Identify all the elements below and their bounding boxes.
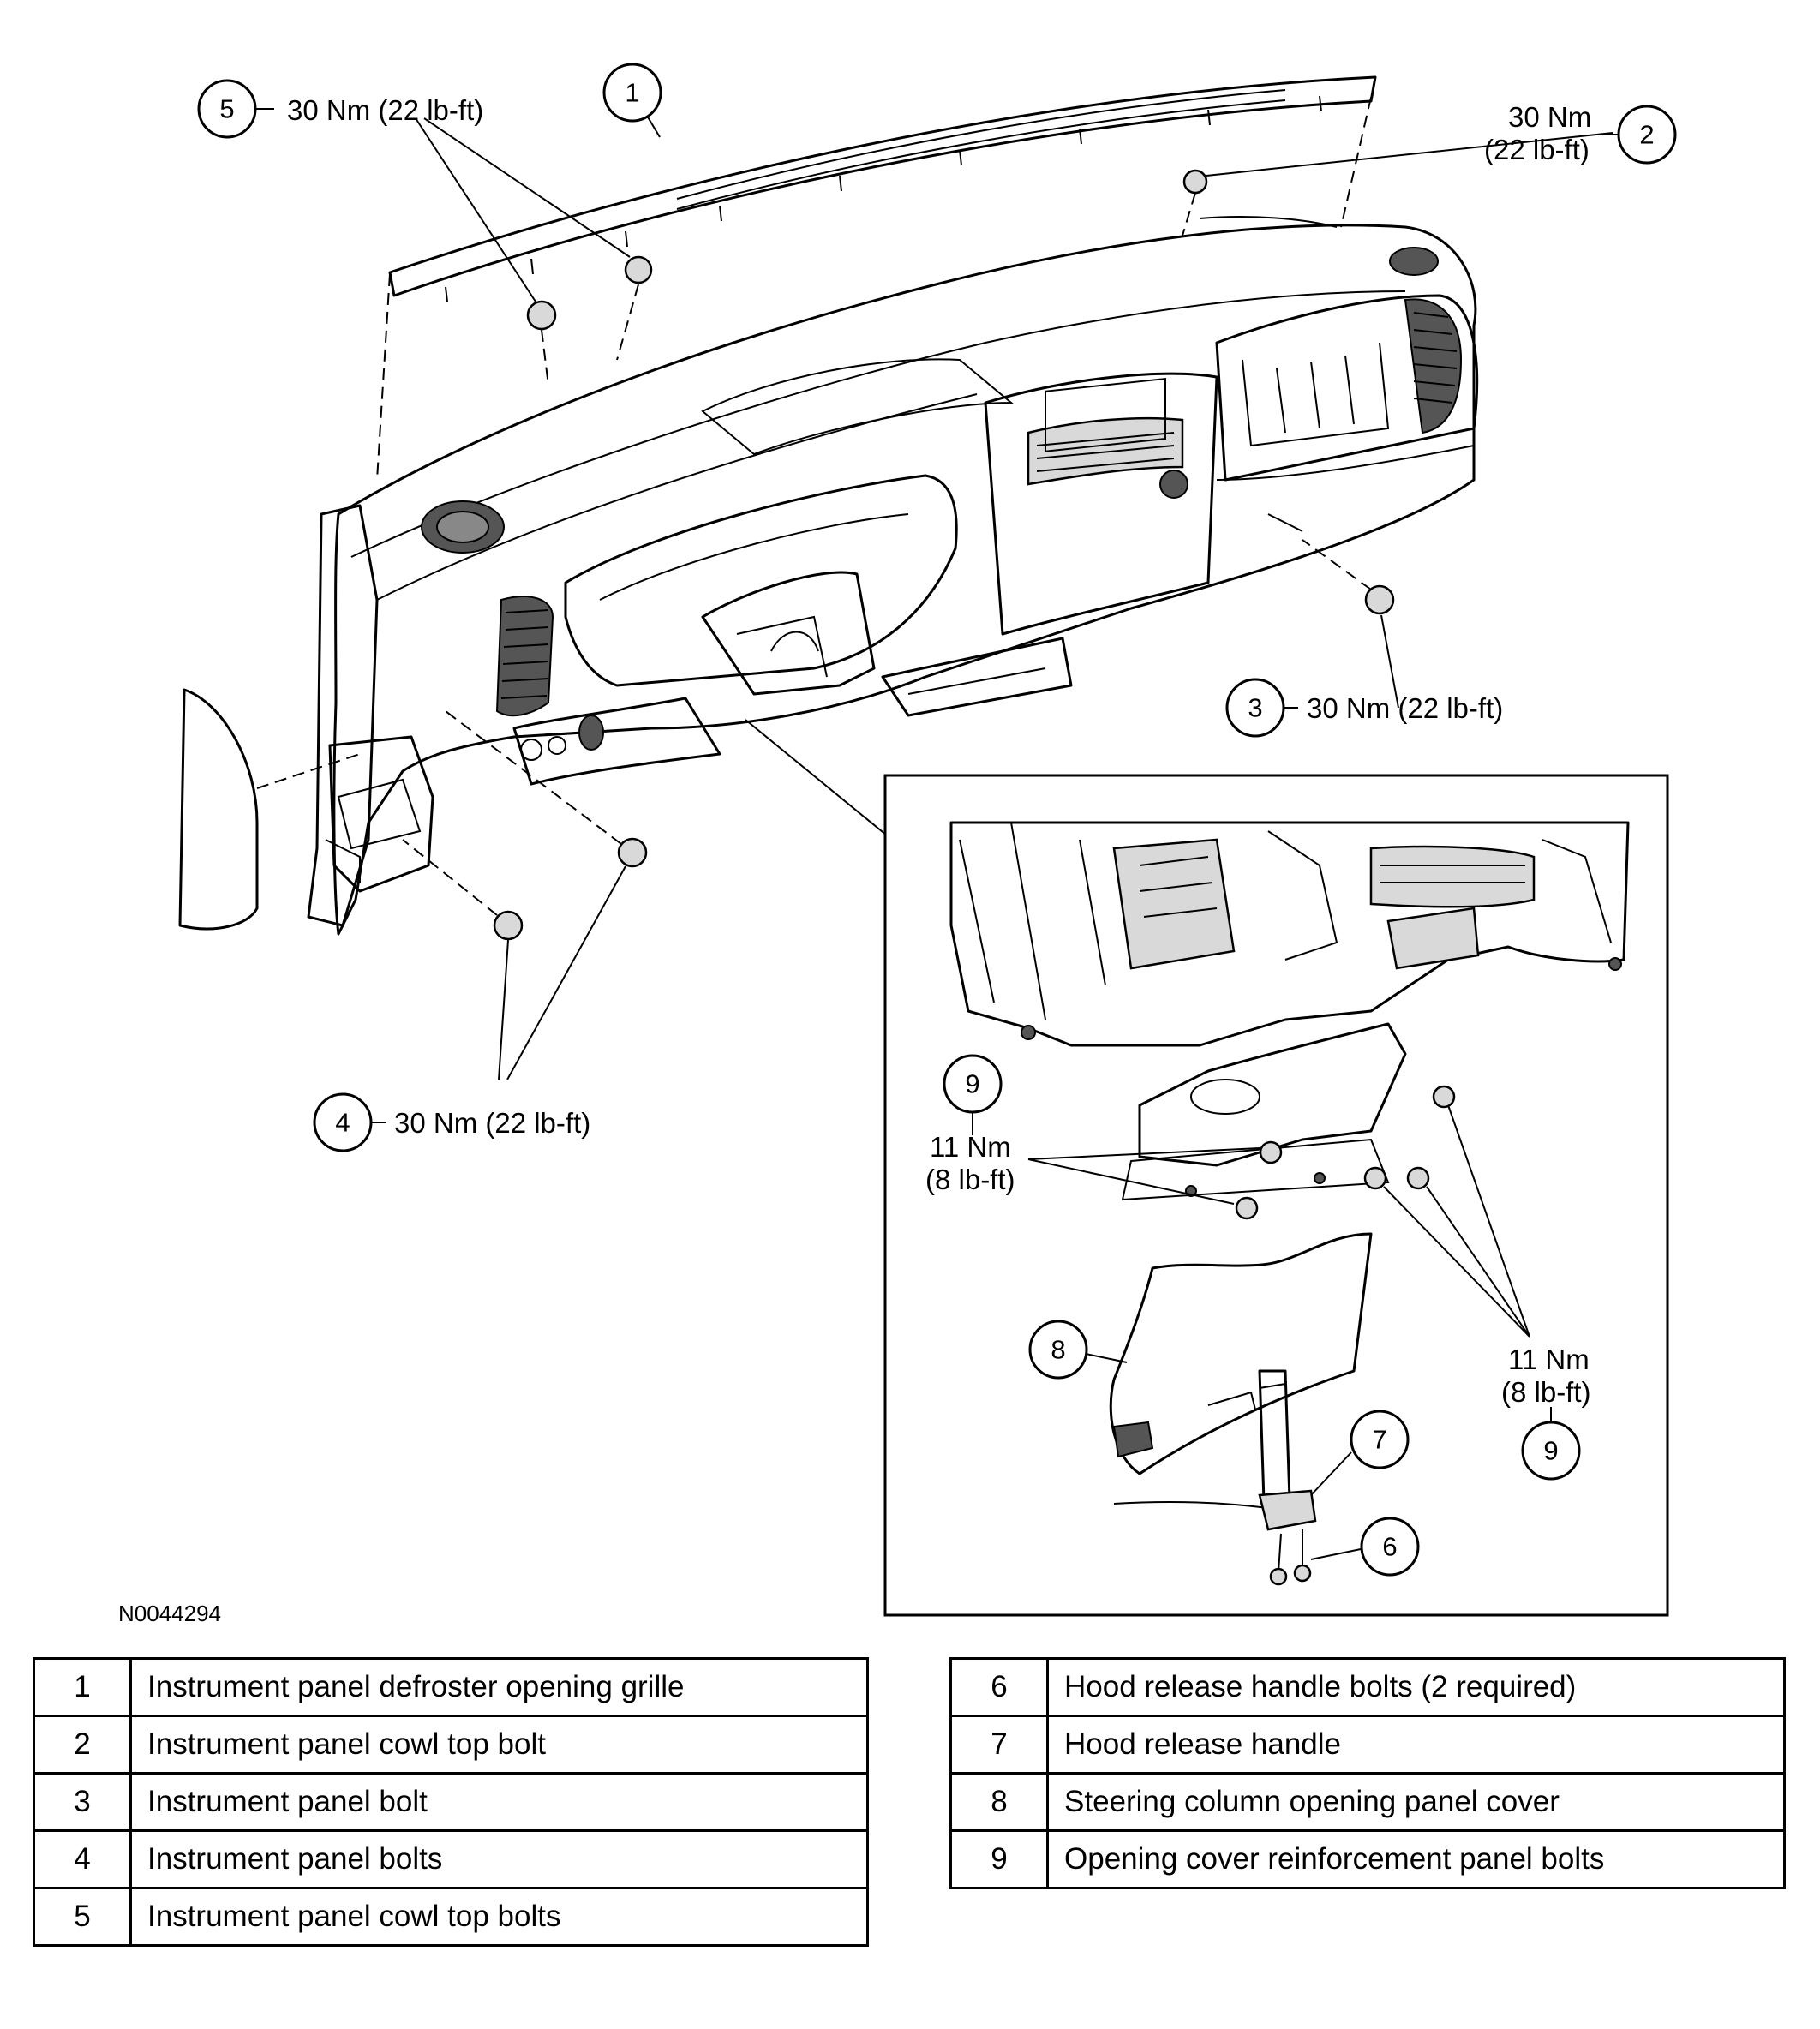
- detail-inset: [883, 774, 1669, 1617]
- callout-8: 8: [1028, 1320, 1088, 1380]
- diagram-code: N0044294: [118, 1601, 221, 1626]
- callout-1-number: 1: [625, 78, 639, 108]
- legend-description: Hood release handle bolts (2 required): [1046, 1657, 1786, 1717]
- callout-5-number: 5: [219, 94, 234, 124]
- legend-description: Instrument panel defroster opening grill…: [129, 1657, 869, 1717]
- callout-2-torque-nm: 30 Nm: [1508, 101, 1591, 133]
- callout-9-right-torque-nm: 11 Nm: [1508, 1344, 1590, 1375]
- legend-number: 7: [949, 1715, 1049, 1775]
- callout-8-number: 8: [1051, 1335, 1065, 1365]
- callout-5-torque: 30 Nm (22 lb-ft): [287, 94, 483, 126]
- legend-description: Hood release handle: [1046, 1715, 1786, 1775]
- legend-number: 3: [33, 1772, 132, 1832]
- callout-9-right-number: 9: [1543, 1436, 1558, 1466]
- bolt-2: [1182, 169, 1208, 236]
- legend-row: 4 Instrument panel bolts: [33, 1829, 869, 1889]
- bolt-3: [1302, 539, 1395, 615]
- legend-number: 4: [33, 1829, 132, 1889]
- bolt-4b: [402, 839, 524, 941]
- bolt-4a: [445, 710, 648, 868]
- callout-9-left-torque-nm: 11 Nm: [930, 1131, 1011, 1163]
- legend-row: 6 Hood release handle bolts (2 required): [949, 1657, 1786, 1717]
- instrument-panel-assembly: [307, 216, 1479, 936]
- legend-description: Steering column opening panel cover: [1046, 1772, 1786, 1832]
- legend-row: 3 Instrument panel bolt: [33, 1772, 869, 1832]
- legend-description: Opening cover reinforcement panel bolts: [1046, 1829, 1786, 1889]
- callout-4-torque: 30 Nm (22 lb-ft): [394, 1107, 590, 1139]
- legend-row: 5 Instrument panel cowl top bolts: [33, 1887, 869, 1947]
- legend-number: 5: [33, 1887, 132, 1947]
- legend-row: 8 Steering column opening panel cover: [949, 1772, 1786, 1832]
- legend-row: 2 Instrument panel cowl top bolt: [33, 1715, 869, 1775]
- callout-9-left: 9 11 Nm (8 lb-ft): [925, 1054, 1015, 1195]
- defroster-grille-strip: [376, 75, 1377, 481]
- callout-7: 7: [1350, 1410, 1410, 1469]
- legend-row: 7 Hood release handle: [949, 1715, 1786, 1775]
- legend-table-left: 1 Instrument panel defroster opening gri…: [33, 1657, 869, 1947]
- callout-9-left-torque-lbft: (8 lb-ft): [925, 1164, 1015, 1195]
- callout-2: 2 30 Nm (22 lb-ft): [1484, 101, 1677, 165]
- legend-number: 6: [949, 1657, 1049, 1717]
- legend-number: 8: [949, 1772, 1049, 1832]
- legend-number: 9: [949, 1829, 1049, 1889]
- callout-7-number: 7: [1372, 1425, 1386, 1455]
- end-cover-panel: [178, 688, 361, 931]
- legend-row: 1 Instrument panel defroster opening gri…: [33, 1657, 869, 1717]
- callout-4-number: 4: [335, 1108, 350, 1138]
- callout-9-left-number: 9: [965, 1069, 979, 1099]
- callout-1: 1: [602, 63, 662, 123]
- callout-2-torque-lbft: (22 lb-ft): [1484, 134, 1590, 165]
- legend-description: Instrument panel bolts: [129, 1829, 869, 1889]
- callout-6: 6: [1360, 1517, 1420, 1577]
- bolt-5b: [616, 255, 653, 361]
- callout-2-number: 2: [1639, 120, 1654, 150]
- legend-row: 9 Opening cover reinforcement panel bolt…: [949, 1829, 1786, 1889]
- callout-9-right-torque-lbft: (8 lb-ft): [1501, 1376, 1591, 1408]
- callout-3-number: 3: [1248, 693, 1262, 723]
- left-side-bracket: [325, 735, 434, 893]
- legend-number: 1: [33, 1657, 132, 1717]
- legend-number: 2: [33, 1715, 132, 1775]
- callout-4: 4 30 Nm (22 lb-ft): [313, 1092, 590, 1152]
- callout-3: 3 30 Nm (22 lb-ft): [1225, 678, 1503, 738]
- callout-3-torque: 30 Nm (22 lb-ft): [1307, 692, 1503, 724]
- callout-9-right: 11 Nm (8 lb-ft) 9: [1501, 1344, 1591, 1481]
- legend-description: Instrument panel bolt: [129, 1772, 869, 1832]
- bolt-5a: [526, 300, 557, 386]
- leader-lines: [415, 93, 1613, 1080]
- legend-description: Instrument panel cowl top bolts: [129, 1887, 869, 1947]
- legend-table-right: 6 Hood release handle bolts (2 required)…: [949, 1657, 1786, 1889]
- legend-description: Instrument panel cowl top bolt: [129, 1715, 869, 1775]
- callout-6-number: 6: [1382, 1532, 1397, 1562]
- callout-5: 5 30 Nm (22 lb-ft): [197, 79, 483, 139]
